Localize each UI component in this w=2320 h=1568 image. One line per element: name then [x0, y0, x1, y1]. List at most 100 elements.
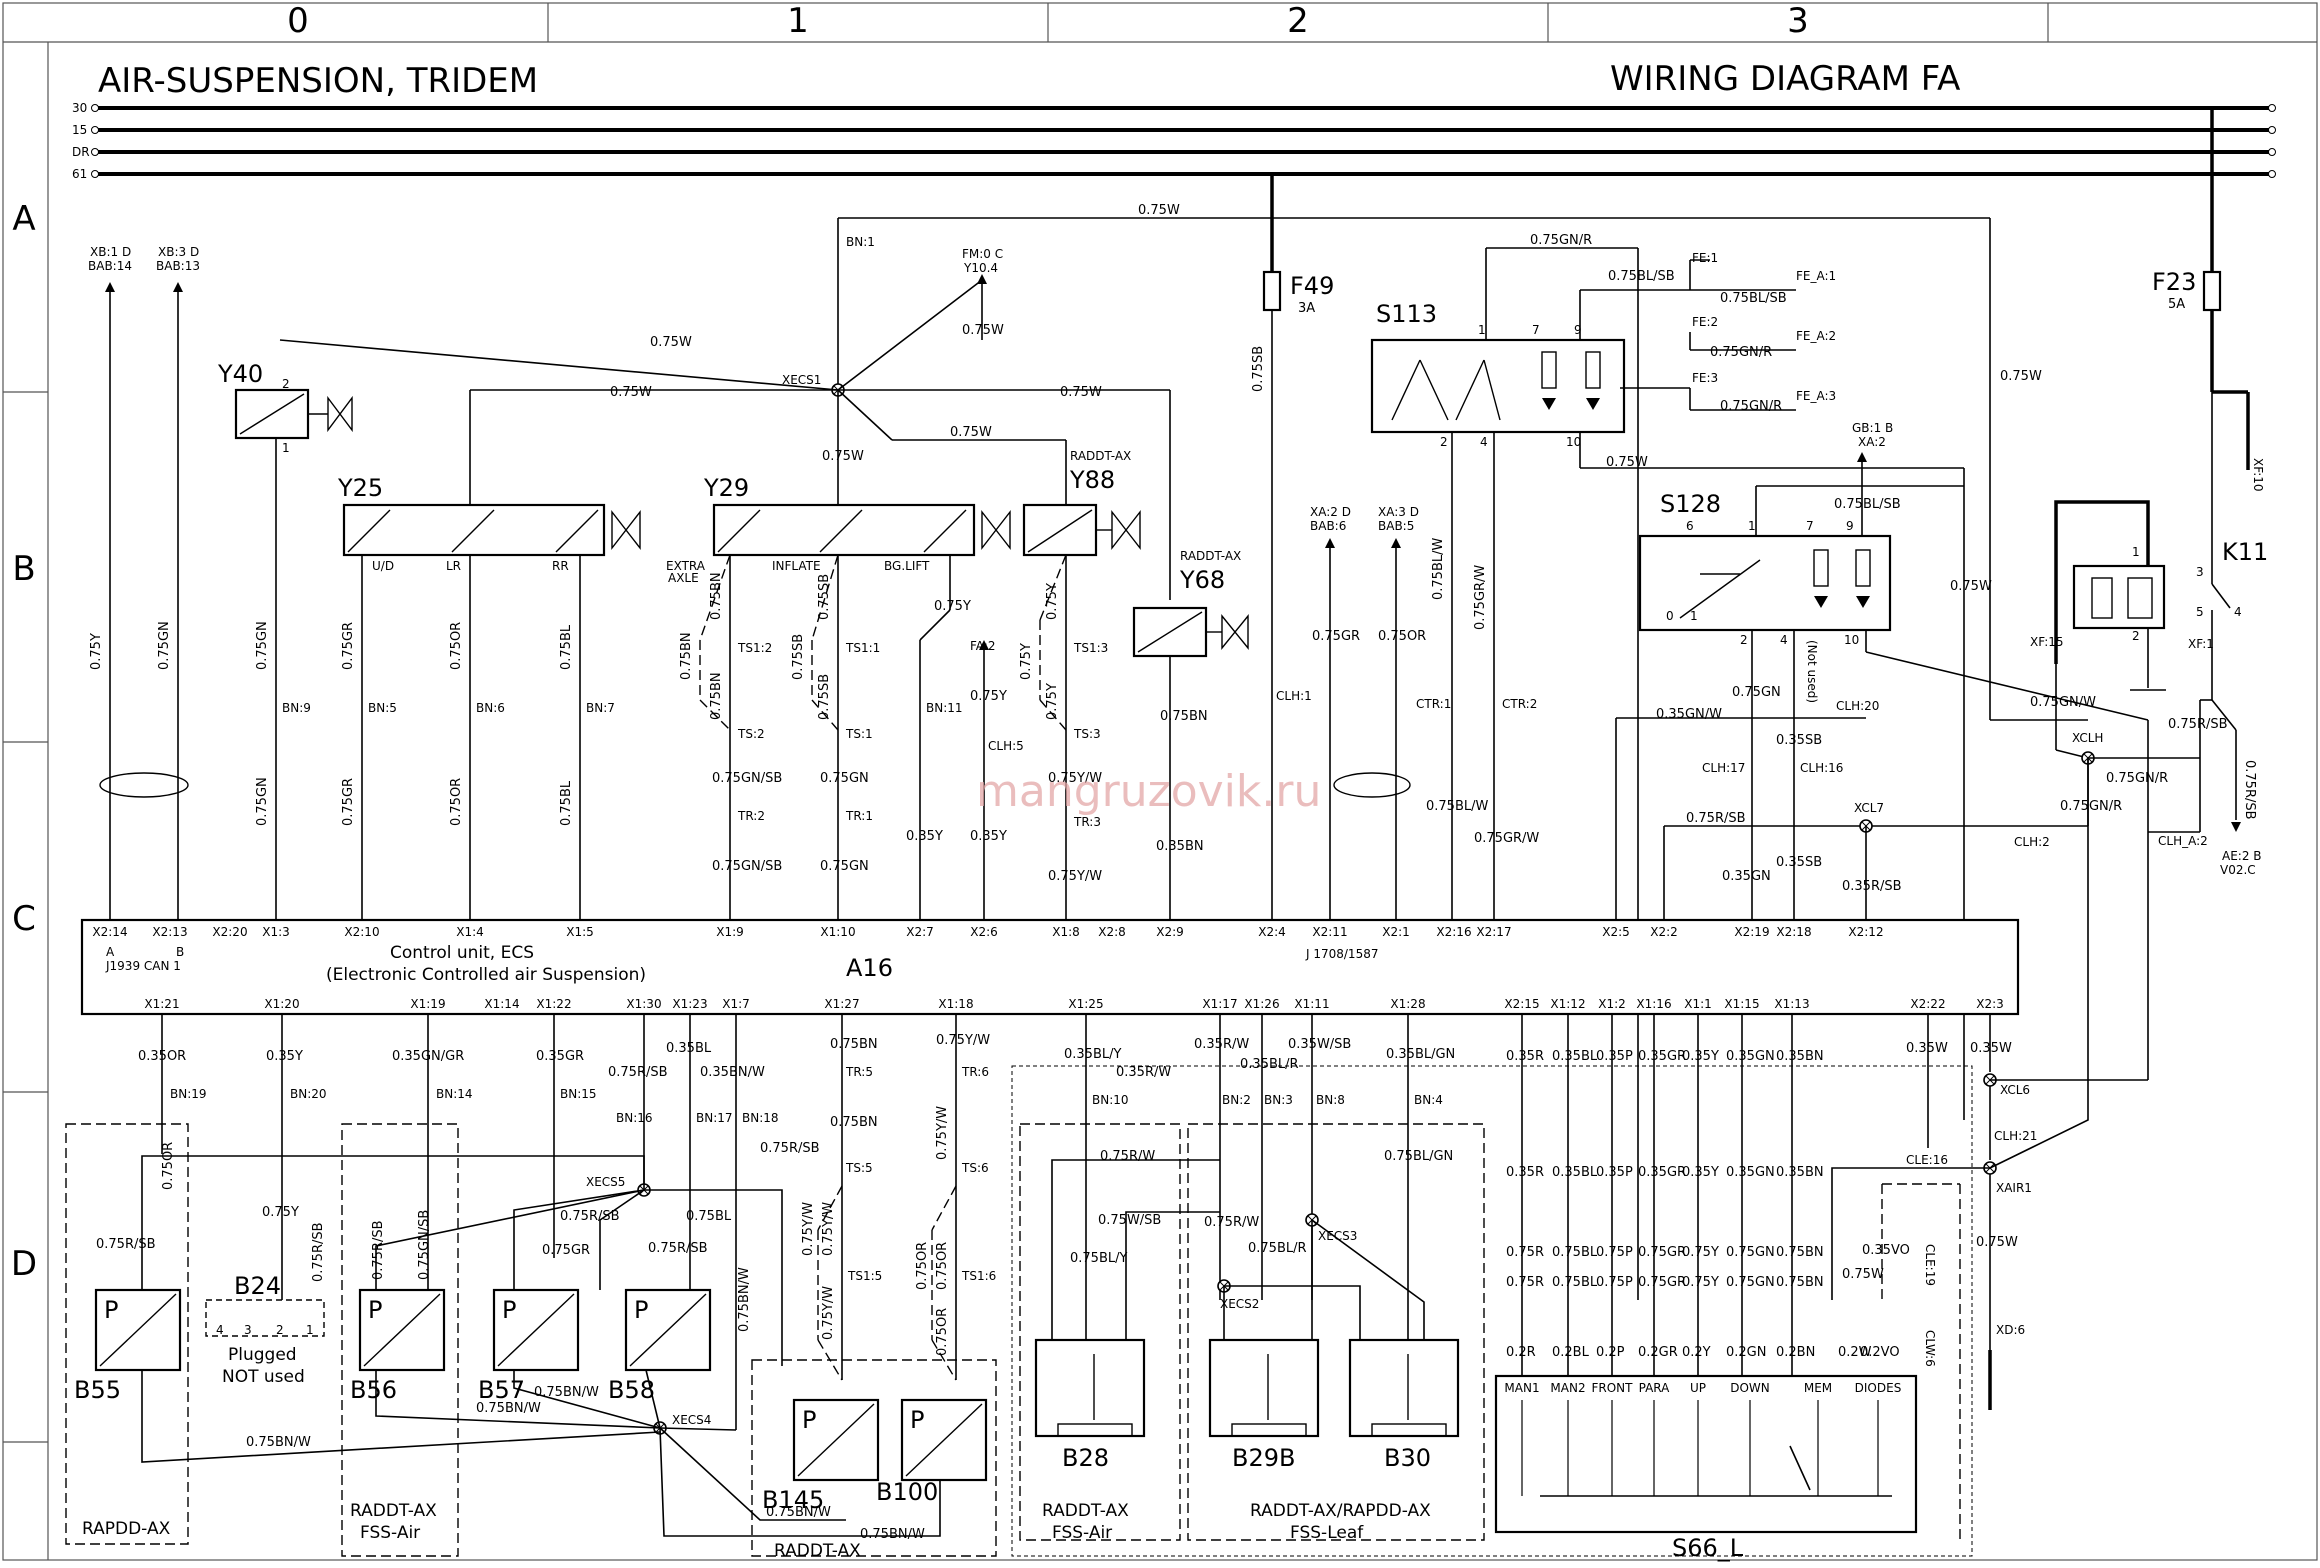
wire-label: 0.75R/SB [96, 1237, 156, 1252]
note-label: RADDT-AX [1180, 549, 1241, 563]
sensor-b29b: B29B [1208, 1338, 1320, 1472]
connector-label: CLW:6 [1923, 1330, 1937, 1367]
left-refs: XB:1 D BAB:14 XB:3 D BAB:13 0.75Y 0.75GN [88, 245, 200, 920]
wire-label: 0.75Y/W [821, 1286, 836, 1340]
f49-label: F49 [1290, 272, 1334, 300]
connector-label: TR:3 [1073, 815, 1101, 829]
wire-label: 0.75GN/R [2060, 799, 2122, 814]
wire-label: 0.75OR [161, 1142, 176, 1190]
wire-label: 0.75SB [817, 574, 832, 620]
wire-label: 0.35R/W [1194, 1037, 1249, 1052]
component-label: B145 [762, 1486, 824, 1514]
component-label: S113 [1376, 300, 1437, 328]
pin-label: X1:4 [456, 925, 484, 939]
wire-label: 0.75GN/R [1710, 345, 1772, 360]
group-boxes: RAPDD-AX RADDT-AX FSS-Air RADDT-AX RADDT… [65, 1065, 1973, 1561]
pin-label: X2:19 [1734, 925, 1769, 939]
ref-label: FE:2 [1692, 315, 1718, 329]
bus-label: DR [72, 145, 90, 159]
connector-label: XF:1 [2188, 637, 2214, 651]
wire-label: 0.75BL [559, 624, 574, 670]
splice-label: XECS3 [1318, 1229, 1357, 1243]
wire-label: 0.75GN [820, 771, 869, 786]
connector-label: CLH:16 [1800, 761, 1843, 775]
group-label: RADDT-AX/RAPDD-AX [1250, 1501, 1431, 1521]
connector-label: CLH:2 [2014, 835, 2050, 849]
ref-label: GB:1 B [1852, 421, 1893, 435]
connector-label: BN:6 [476, 701, 505, 715]
wire-label: 0.75R/SB [371, 1220, 386, 1280]
component-label: S66_L [1672, 1534, 1744, 1562]
wire-label: 0.75GN/SB [712, 771, 782, 786]
connector-label: TS1:2 [737, 641, 772, 655]
pin-label: 0 [1666, 609, 1674, 623]
pin-label: 4 [2234, 605, 2242, 619]
power-buses: 30 15 DR 61 [72, 101, 2276, 181]
wire-label: 0.2BL [1552, 1345, 1590, 1360]
connector-label: BN:8 [1316, 1093, 1345, 1107]
splice-label: XECS5 [586, 1175, 625, 1189]
wire-label: 0.75BL [1552, 1275, 1598, 1290]
component-label: B55 [74, 1376, 121, 1404]
wire-label: 0.75GN/R [2106, 771, 2168, 786]
wire-label: 0.75Y [1045, 683, 1060, 720]
component-label: Y25 [337, 474, 383, 502]
wire-label: 0.75GR [341, 622, 356, 670]
component-label: B57 [478, 1376, 525, 1404]
component-label: B58 [608, 1376, 655, 1404]
pin-label: 4 [1480, 435, 1488, 449]
s66-switch-label: DIODES [1855, 1381, 1902, 1395]
sensor-b56: P B56 [350, 1288, 446, 1404]
component-label: B30 [1384, 1444, 1431, 1472]
top-wiring: 0.75W 0.75W BN:1 XECS1 0.75W FM:0 C Y10.… [279, 203, 2042, 720]
wire-label: 0.35W/SB [1288, 1037, 1351, 1052]
ref-label: FE_A:1 [1796, 269, 1836, 283]
pin-label: X1:23 [672, 997, 707, 1011]
wire-label: 0.35BL [1552, 1049, 1598, 1064]
wire-label: 0.75BN/W [860, 1527, 925, 1542]
wire-label: 0.75BN/W [766, 1505, 831, 1520]
sensor-b55: P B55 [74, 1288, 182, 1404]
wire-label: 0.75BN [1776, 1245, 1824, 1260]
pin-label: X1:17 [1202, 997, 1237, 1011]
row-label: A [12, 199, 35, 239]
pin-label: X2:8 [1098, 925, 1126, 939]
switch-s128: S128 0 1 6 1 7 9 2 4 10 0.75BL/SB GB:1 B… [1615, 421, 2149, 1120]
wire-label: 0.35R/SB [1842, 879, 1902, 894]
row-label: D [11, 1244, 37, 1284]
plug-b24: B24 4 3 2 1 Plugged NOT used [205, 1272, 325, 1387]
column-label: 0 [287, 1, 309, 41]
wire-label: 0.75W [2000, 369, 2042, 384]
wire-label: 0.75GN/R [1720, 399, 1782, 414]
ref-label: BAB:6 [1310, 519, 1346, 533]
pin-label: X2:18 [1776, 925, 1811, 939]
ref-label: FE:3 [1692, 371, 1718, 385]
pin-label: X1:25 [1068, 997, 1103, 1011]
wire-label: 0.75Y/W [1048, 869, 1102, 884]
sensor-symbol: P [368, 1296, 382, 1324]
wire-label: 0.75BN [679, 632, 694, 680]
connector-label: TS1:6 [961, 1269, 996, 1283]
wire-label: 0.75W [822, 449, 864, 464]
connector-label: CTR:1 [1416, 697, 1451, 711]
connector-label: CLE:19 [1923, 1244, 1937, 1286]
wire-label: 0.75GN [157, 621, 172, 670]
wire-label: 0.75R/SB [560, 1209, 620, 1224]
wire-label: 0.75GN [1726, 1275, 1775, 1290]
wire-label: 0.35Y [906, 829, 943, 844]
component-label: B24 [234, 1272, 281, 1300]
wire-label: 0.35SB [1776, 855, 1822, 870]
valve-y68: RADDT-AX Y68 0.75BN 0.35BN [1132, 549, 1249, 920]
wire-label: 0.75BL/GN [1384, 1149, 1453, 1164]
ref-label: FE_A:3 [1796, 389, 1836, 403]
wire-label: 0.35BN/W [700, 1065, 765, 1080]
wire-label: 0.2P [1596, 1345, 1625, 1360]
pin-label: 9 [1846, 519, 1854, 533]
component-label: Y88 [1069, 466, 1115, 494]
connector-label: BN:3 [1264, 1093, 1293, 1107]
wire-label: 0.75GN [820, 859, 869, 874]
control-unit-line2: (Electronic Controlled air Suspension) [326, 965, 646, 985]
splice-label: XCLH [2072, 731, 2103, 745]
group-label: RADDT-AX [1042, 1501, 1129, 1521]
